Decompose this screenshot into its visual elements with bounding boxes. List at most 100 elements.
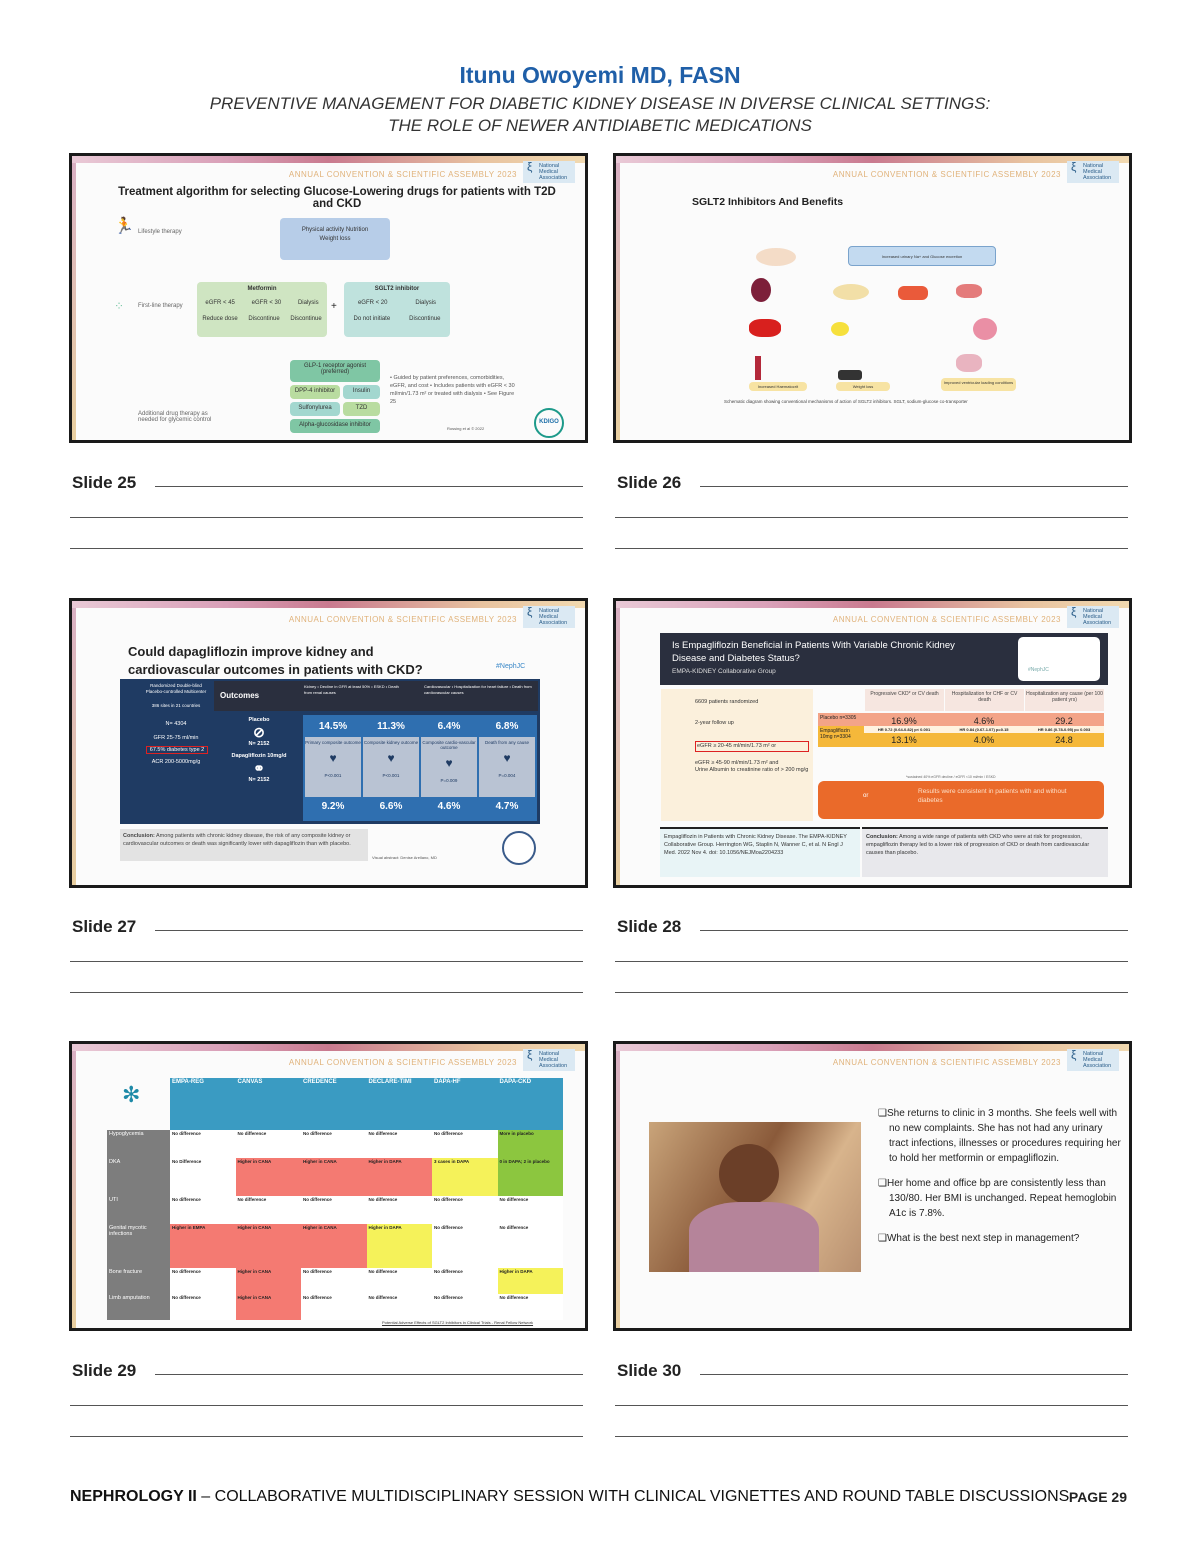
met-action: Reduce dose xyxy=(202,316,238,322)
bullet-text: What is the best next step in management… xyxy=(886,1233,1080,1244)
placebo-rate: 6.4% xyxy=(437,721,461,732)
note-line[interactable] xyxy=(70,1405,583,1406)
table-cell: Higher in DAPA xyxy=(497,1268,563,1294)
gfr: GFR 25-75 ml/min xyxy=(153,735,199,741)
p-value: P<0.001 xyxy=(324,773,342,778)
table-cell: No difference xyxy=(497,1224,563,1268)
source-link[interactable]: Potential Adverse Effects of SGLT2 Inhib… xyxy=(382,1320,534,1325)
kdigo-logo: KDIGO xyxy=(534,408,564,438)
placebo-value: 16.9% xyxy=(891,716,917,726)
table-cell: Higher in CANA xyxy=(301,1224,367,1268)
outcome-icon: ♥ xyxy=(445,756,453,770)
outcomes-row: Outcomes Kidney • Decline in GFR at leas… xyxy=(214,681,538,711)
sites: 386 sites in 21 countries xyxy=(151,703,201,708)
met-item: eGFR < 30 xyxy=(251,300,282,306)
note-line[interactable] xyxy=(615,1405,1128,1406)
outcome-card: Primary composite outcome♥P<0.001 xyxy=(305,737,361,797)
pct-cell-illustration xyxy=(756,248,796,266)
author-name: Itunu Owoyemi MD, FASN xyxy=(459,62,741,88)
slide-label: Slide 26 xyxy=(617,473,682,492)
met-action: Discontinue xyxy=(248,316,280,322)
kidney-outcomes: Kidney • Decline in GFR at least 50% • E… xyxy=(304,684,399,695)
conclusion-label: Conclusion: xyxy=(123,833,155,839)
table-cell: Higher in CANA xyxy=(235,1268,301,1294)
subtitle-line-2: THE ROLE OF NEWER ANTIDIABETIC MEDICATIO… xyxy=(388,116,812,135)
trial-header: CANVAS xyxy=(235,1078,301,1130)
note-line[interactable] xyxy=(615,992,1128,993)
additional-label: Additional drug therapy as needed for gl… xyxy=(138,411,212,423)
infographic-panel: Randomized Double-blind Placebo-controll… xyxy=(120,679,540,824)
note-line[interactable] xyxy=(70,517,583,518)
outcome-name: Primary composite outcome xyxy=(305,740,361,745)
table-cell: No difference xyxy=(432,1196,498,1224)
note-line[interactable] xyxy=(615,1436,1128,1437)
page-number: PAGE 29 xyxy=(1068,1489,1127,1505)
slide-25-thumbnail: ANNUAL CONVENTION & SCIENTIFIC ASSEMBLY … xyxy=(69,153,588,443)
nma-logo: National Medical Association xyxy=(1067,1049,1119,1071)
table-cell: 0 in DAPA; 2 in placebo xyxy=(497,1158,563,1196)
note-line[interactable] xyxy=(700,930,1128,931)
table-cell: No difference xyxy=(432,1130,498,1158)
note-line[interactable] xyxy=(70,548,583,549)
nma-logo: National Medical Association xyxy=(523,1049,575,1071)
tube-illustration xyxy=(755,356,761,380)
nephjc-badge: #NephJC xyxy=(1018,637,1100,681)
row-header: UTI xyxy=(107,1196,170,1224)
trial-header: DAPA-HF xyxy=(432,1078,498,1130)
note-line[interactable] xyxy=(155,486,583,487)
nma-logo: National Medical Association xyxy=(523,161,575,183)
case-bullets: ❑She returns to clinic in 3 months. She … xyxy=(878,1106,1123,1246)
kidney-illustration xyxy=(751,278,771,302)
table-cell: No difference xyxy=(170,1196,236,1224)
table-cell: No difference xyxy=(235,1196,301,1224)
slide-title: Is Empagliflozin Beneficial in Patients … xyxy=(672,640,955,664)
dapa-rate: 9.2% xyxy=(321,801,345,812)
subtitle-line-1: PREVENTIVE MANAGEMENT FOR DIABETIC KIDNE… xyxy=(209,94,991,113)
citation: Rossing et al © 2022 xyxy=(447,426,485,431)
note-line[interactable] xyxy=(70,1436,583,1437)
nephjc-tag: #NephJC xyxy=(496,663,526,670)
results-columns: 14.5% Primary composite outcome♥P<0.001 … xyxy=(303,715,537,821)
table-cell: No difference xyxy=(170,1294,236,1320)
table-cell: Higher in CANA xyxy=(235,1158,301,1196)
trial-header: DECLARE-TIMI xyxy=(366,1078,432,1130)
note-line[interactable] xyxy=(155,1374,583,1375)
bullet-text: Her home and office bp are consistently … xyxy=(886,1178,1117,1219)
diabetes-highlight: 67.5% diabetes type 2 xyxy=(146,746,208,754)
slide-label: Slide 30 xyxy=(617,1361,682,1380)
dapa-rate: 6.6% xyxy=(379,801,403,812)
placebo-arm: Placebo n=3305 xyxy=(820,715,857,721)
outcome-label: Improved ventricular loading conditions xyxy=(941,378,1016,391)
lifestyle-box: Physical activity Nutrition Weight loss xyxy=(280,218,390,260)
table-cell: No difference xyxy=(497,1294,563,1320)
note-line[interactable] xyxy=(155,930,583,931)
table-cell: No Difference xyxy=(170,1158,236,1196)
table-cell: Higher in CANA xyxy=(235,1294,301,1320)
alpha-box: Alpha-glucosidase inhibitor xyxy=(290,419,380,433)
sglt2-title: SGLT2 inhibitor xyxy=(374,286,420,292)
outcome-label: Weight loss xyxy=(836,382,890,391)
table-cell: 3 cases in DAPA xyxy=(432,1158,498,1196)
note-line[interactable] xyxy=(70,992,583,993)
slide-label: Slide 29 xyxy=(72,1361,137,1380)
outcome-icon: ♥ xyxy=(503,751,511,765)
outcome-icon: ♥ xyxy=(387,751,395,765)
convention-banner: ANNUAL CONVENTION & SCIENTIFIC ASSEMBLY … xyxy=(288,170,517,179)
note-line[interactable] xyxy=(615,961,1128,962)
note-line[interactable] xyxy=(70,961,583,962)
nma-logo: National Medical Association xyxy=(1067,606,1119,628)
result-column: 14.5% Primary composite outcome♥P<0.001 … xyxy=(305,717,361,819)
study-details: 6609 patients randomized 2-year follow u… xyxy=(661,689,813,821)
slide-28-thumbnail: ANNUAL CONVENTION & SCIENTIFIC ASSEMBLY … xyxy=(613,598,1132,888)
note-line[interactable] xyxy=(615,548,1128,549)
table-cell: No difference xyxy=(366,1196,432,1224)
diabetes-banner: or Results were consistent in patients w… xyxy=(818,781,1104,819)
slide-label: Slide 27 xyxy=(72,917,137,936)
row-header: DKA xyxy=(107,1158,170,1196)
note-line[interactable] xyxy=(615,517,1128,518)
note-line[interactable] xyxy=(700,1374,1128,1375)
note-line[interactable] xyxy=(700,486,1128,487)
